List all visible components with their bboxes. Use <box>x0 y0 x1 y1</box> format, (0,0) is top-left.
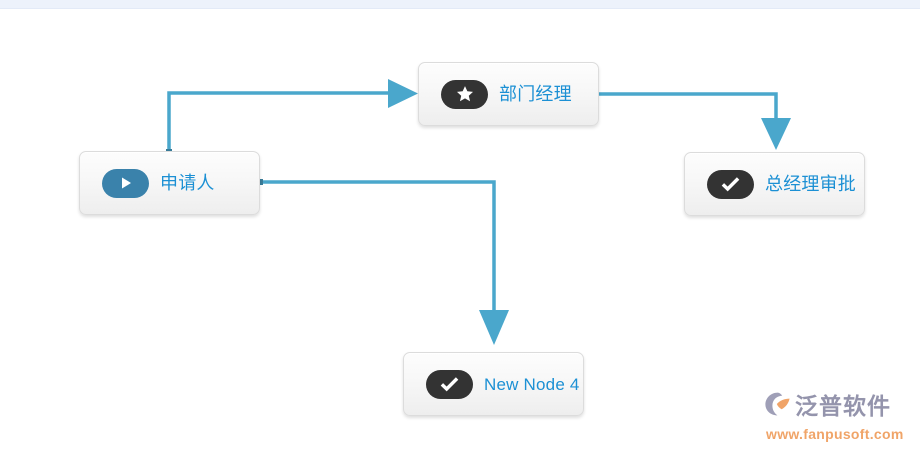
workflow-node-new-node-4[interactable]: New Node 4 <box>403 352 584 416</box>
top-toolbar-band <box>0 0 920 9</box>
workflow-node-label: New Node 4 <box>484 374 580 394</box>
workflow-node-dept-manager[interactable]: 部门经理 <box>418 62 599 126</box>
watermark: 泛普软件 www.fanpusoft.com <box>764 388 906 444</box>
check-icon <box>707 169 754 199</box>
workflow-node-label: 总经理审批 <box>765 174 856 194</box>
workflow-node-applicant[interactable]: 申请人 <box>79 151 260 215</box>
workflow-node-label: 申请人 <box>160 173 215 193</box>
watermark-brand-row: 泛普软件 <box>764 391 891 422</box>
star-icon <box>441 79 488 109</box>
workflow-node-gm-approval[interactable]: 总经理审批 <box>684 152 865 216</box>
watermark-url: www.fanpusoft.com <box>766 426 904 442</box>
workflow-node-label: 部门经理 <box>499 84 572 104</box>
watermark-brand-name: 泛普软件 <box>795 393 891 419</box>
fanpu-logo-icon <box>764 391 792 422</box>
check-icon <box>426 369 473 399</box>
play-icon <box>102 168 149 198</box>
